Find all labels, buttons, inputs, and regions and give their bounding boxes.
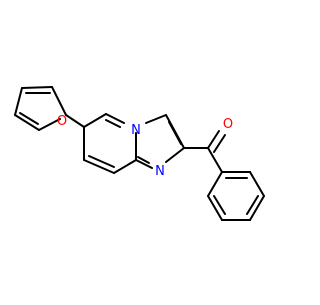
bond-furan-c2-c3 xyxy=(21,86,53,89)
bond-ph-6-1 xyxy=(207,171,223,197)
bond-carbonyl-o-double xyxy=(213,134,226,153)
bond-imid-n-c8a xyxy=(135,159,153,169)
bond-pyr-c5-n xyxy=(105,113,125,124)
bonds xyxy=(14,86,265,221)
atom-label-carbonyl-oxygen: O xyxy=(223,117,233,132)
bond-furan-pyridine-link xyxy=(65,114,85,128)
bond-furan-c4-c5-double xyxy=(19,112,39,125)
bond-imid-c2-n xyxy=(165,147,185,163)
structure-canvas: O N N O xyxy=(14,86,265,221)
atom-label-bridgehead-nitrogen: N xyxy=(131,123,141,138)
bond-ph-5-6 xyxy=(207,195,223,221)
atom-labels: O N N O xyxy=(57,114,233,179)
bond-pyr-c8-c7-double xyxy=(88,155,115,168)
bond-pyr-c6-c5 xyxy=(83,113,107,128)
bond-pyr-c8-c7 xyxy=(83,159,115,174)
bond-ph-3-4 xyxy=(249,195,265,221)
bond-ph-3-4-inner xyxy=(246,195,259,215)
atom-label-furan-oxygen: O xyxy=(57,114,67,129)
molecule-drawing: O N N O xyxy=(14,86,265,221)
bond-furan-c3-c4 xyxy=(14,87,23,116)
bond-imid-n-c8a-double xyxy=(137,156,150,164)
bond-pyr-c5-n-double xyxy=(105,119,121,128)
bond-furan-c5-o xyxy=(38,118,61,131)
bond-carbonyl-phenyl xyxy=(207,147,223,173)
bond-ph-2-3 xyxy=(249,171,265,197)
bond-pyr-c8a-c8 xyxy=(113,159,137,174)
bond-carbonyl-o xyxy=(207,130,220,149)
bond-furan-o-c2 xyxy=(51,86,67,116)
bond-ph-5-6-inner xyxy=(213,195,226,215)
bond-furan-c4-c5 xyxy=(14,114,40,131)
bond-imid-n-c3 xyxy=(145,114,167,124)
atom-label-imidazole-nitrogen: N xyxy=(155,164,165,179)
bond-imid-c3-c2-double xyxy=(168,121,182,145)
